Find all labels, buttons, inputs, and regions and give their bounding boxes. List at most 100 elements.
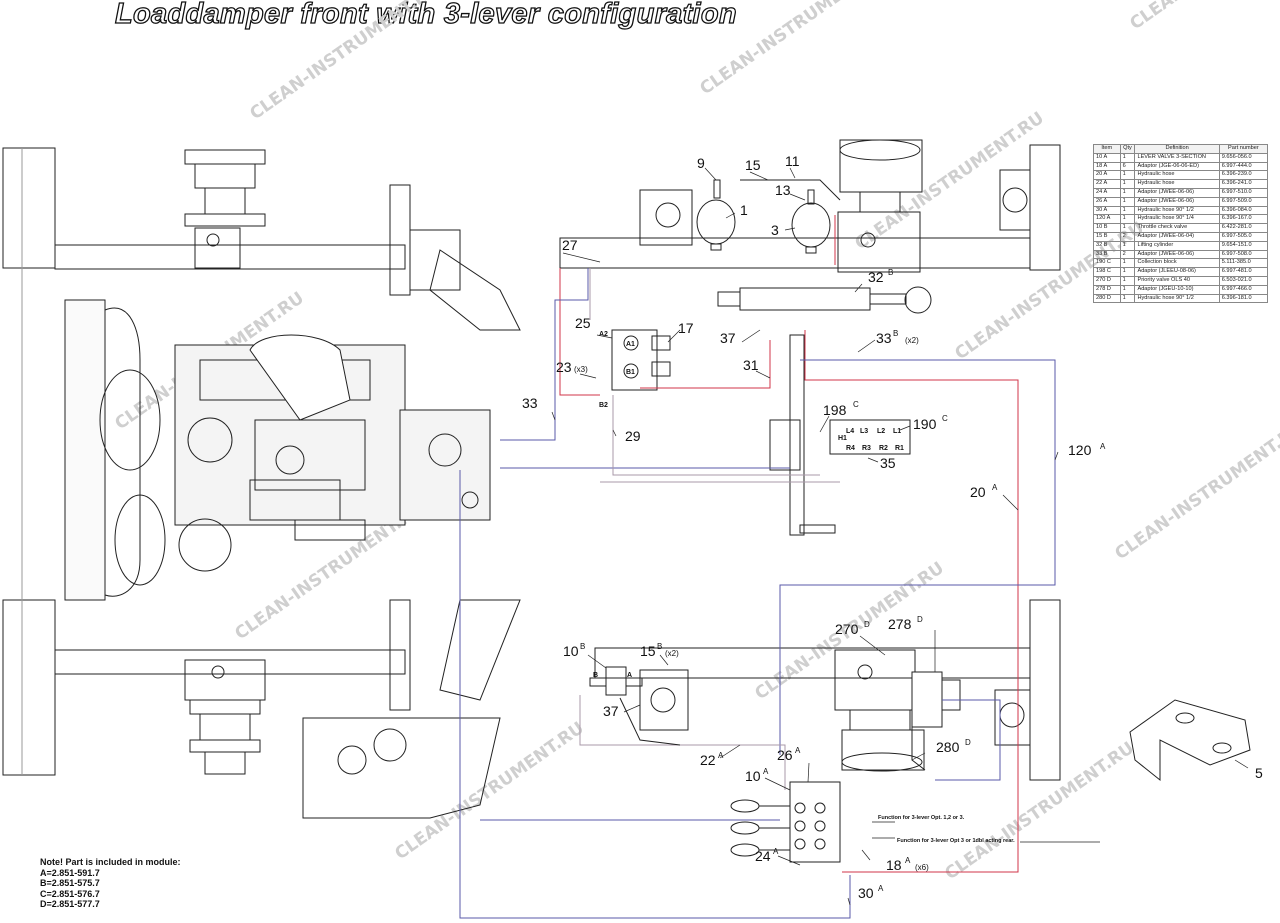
callout-10a-module: A <box>763 767 769 776</box>
cell-definition: Collection block <box>1134 258 1220 269</box>
watermark: CLEAN-INSTRUMENT.RU <box>1126 0 1280 34</box>
callout-18-qty: (x6) <box>915 863 929 872</box>
front-hub-lower <box>184 659 266 775</box>
cell-qty: 1 <box>1119 179 1136 189</box>
callout-22: 22 <box>700 752 716 768</box>
cell-definition: Adaptor (JGEU-10-10) <box>1134 284 1220 295</box>
callout-25: 25 <box>575 315 591 331</box>
callout-33b-qty: (x2) <box>905 336 919 345</box>
cell-part-number: 6.997-444.0 <box>1218 161 1269 172</box>
cell-qty: 1 <box>1119 240 1136 251</box>
module-note-line: A=2.851-591.7 <box>40 867 100 878</box>
callout-22-module: A <box>718 751 724 760</box>
callout-33b-module: B <box>893 329 898 338</box>
callout-15b: 15 <box>640 643 656 659</box>
callout-32-module: B <box>888 268 893 277</box>
callout-120-module: A <box>1100 442 1106 451</box>
page-title: Loaddamper front with 3-lever configurat… <box>114 0 737 31</box>
watermark: CLEAN-INSTRUMENT.RU <box>696 0 892 99</box>
port-a-label: A <box>627 672 632 679</box>
port-a2-label: A2 <box>599 331 608 338</box>
callout-30: 30 <box>858 885 874 901</box>
callout-29: 29 <box>625 428 641 444</box>
function-note-opt3-double: Function for 3-lever Opt 3 or 1dbl actin… <box>897 838 1015 844</box>
callout-11: 11 <box>785 153 800 169</box>
cell-qty: 1 <box>1119 223 1136 233</box>
right-frame <box>559 144 1061 781</box>
cell-qty: 1 <box>1119 293 1136 304</box>
callout-278: 278 <box>888 616 912 632</box>
callout-17: 17 <box>678 320 694 336</box>
cell-part-number: 6.997-466.0 <box>1218 284 1269 295</box>
cell-qty: 6 <box>1119 161 1136 172</box>
callout-15b-module: B <box>657 642 662 651</box>
cell-definition: Hydraulic hose <box>1134 170 1220 181</box>
bracket-item-5 <box>1129 699 1251 782</box>
callout-26: 26 <box>777 747 793 763</box>
module-note-heading: Note! Part is included in module: <box>40 857 181 867</box>
callout-10b-module: B <box>580 642 585 651</box>
callout-198-module: C <box>853 400 859 409</box>
cell-qty: 1 <box>1119 284 1136 295</box>
cell-definition: Adaptor (JGE-06-06-ED) <box>1134 161 1220 172</box>
port-l4-label: L4 <box>846 428 854 435</box>
callout-3: 3 <box>771 222 779 238</box>
cell-part-number: 5.111-385.0 <box>1218 258 1269 269</box>
port-b2-label: B2 <box>599 402 608 409</box>
cell-item: 10 B <box>1093 223 1121 233</box>
cell-definition: Adaptor (JWEE-06-06) <box>1134 249 1220 260</box>
port-r2-label: R2 <box>879 445 888 452</box>
callout-5: 5 <box>1255 765 1263 781</box>
cell-part-number: 6.997-481.0 <box>1218 267 1269 277</box>
cell-item: 270 D <box>1093 275 1121 286</box>
cell-part-number: 6.997-509.0 <box>1218 196 1269 207</box>
cell-item: 33 B <box>1093 249 1121 260</box>
cell-qty: 1 <box>1119 275 1136 286</box>
callout-30-module: A <box>878 884 884 893</box>
port-l1-label: L1 <box>893 428 901 435</box>
cell-part-number: 6.997-510.0 <box>1218 187 1269 198</box>
callout-15: 15 <box>745 157 761 173</box>
cell-definition: Adaptor (JWEE-06-06) <box>1134 187 1220 198</box>
callout-33: 33 <box>522 395 538 411</box>
cell-part-number: 6.997-505.0 <box>1218 231 1269 242</box>
callout-20-module: A <box>992 483 998 492</box>
callout-24: 24 <box>755 848 771 864</box>
cell-part-number: 6.396-167.0 <box>1218 214 1269 225</box>
cell-part-number: 6.396-239.0 <box>1218 170 1269 181</box>
callout-32: 32 <box>868 269 884 285</box>
cell-item: 10 A <box>1093 152 1121 163</box>
collection-block-190 <box>769 334 911 536</box>
watermark: CLEAN-INSTRUMENT.RU <box>941 738 1137 884</box>
callout-23-qty: (x3) <box>574 365 588 374</box>
throttle-check-valve <box>589 666 643 696</box>
cell-part-number: 9.656-056.0 <box>1218 152 1269 163</box>
cell-definition: Priority valve OLS 40 <box>1134 275 1220 286</box>
port-l3-label: L3 <box>860 428 868 435</box>
cell-item: 190 C <box>1093 258 1121 269</box>
callout-270: 270 <box>835 621 859 637</box>
cell-item: 280 D <box>1093 293 1121 304</box>
cell-qty: 2 <box>1119 249 1136 260</box>
cell-definition: Hydraulic hose 90° 1/2 <box>1134 293 1220 304</box>
cell-definition: Throttle check valve <box>1134 223 1220 233</box>
hose-routes <box>459 179 1056 919</box>
cell-qty: 2 <box>1119 231 1136 242</box>
cell-definition: Hydraulic hose 90° 1/2 <box>1134 205 1220 216</box>
watermark: CLEAN-INSTRUMENT.RU <box>1111 418 1280 564</box>
header-definition: Definition <box>1134 144 1220 154</box>
module-note: Note! Part is included in module: A=2.85… <box>40 857 181 910</box>
cell-part-number: 6.503-021.0 <box>1218 275 1269 286</box>
cell-definition: Adaptor (JWEE-06-04) <box>1134 231 1220 242</box>
